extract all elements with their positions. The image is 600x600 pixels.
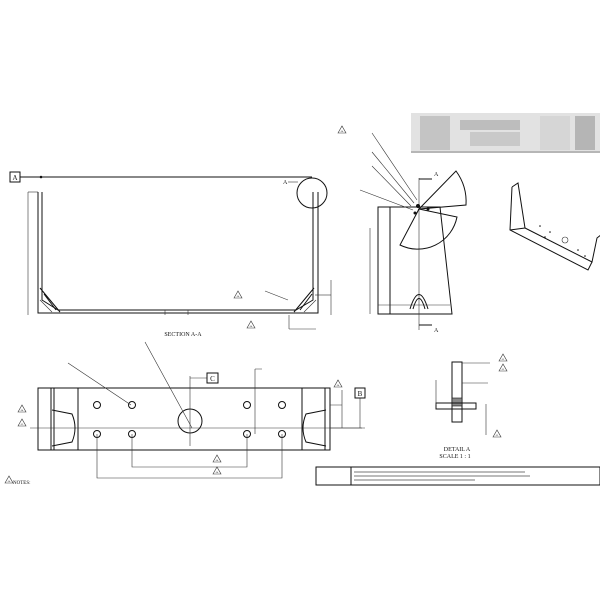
svg-text:04: 04 (337, 384, 340, 387)
mounting-holes (93, 401, 286, 438)
detail-scale: SCALE 1 : 1 (439, 454, 470, 460)
title-block-blurred (411, 113, 600, 153)
svg-text:04: 04 (216, 459, 219, 462)
svg-text:04: 04 (250, 325, 253, 328)
svg-text:02: 02 (502, 358, 505, 361)
svg-text:04: 04 (341, 130, 344, 133)
confidentiality-box (315, 466, 600, 486)
datum-b-label: B (358, 390, 363, 398)
bottom-view: C B (30, 341, 366, 479)
isometric-view (509, 182, 600, 271)
section-mark-bottom: A (434, 328, 439, 334)
section-mark-top: A (434, 172, 439, 178)
side-view: A A (359, 132, 467, 334)
revision-tags: 04 04 04 04 03 04 04 04 02 02 02 04 (4, 125, 508, 484)
svg-text:04: 04 (216, 471, 219, 474)
svg-text:04: 04 (237, 295, 240, 298)
svg-text:03: 03 (21, 423, 24, 426)
section-a-a-view: A A SECTION A-A (9, 171, 332, 338)
notes-label: NOTES: (13, 481, 31, 486)
detail-a-view: DETAIL A SCALE 1 : 1 (435, 361, 490, 460)
detail-title: DETAIL A (444, 447, 471, 453)
section-title: SECTION A-A (164, 332, 202, 338)
datum-c-label: C (210, 375, 215, 383)
detail-a-callout: A (283, 180, 288, 186)
svg-text:02: 02 (502, 368, 505, 371)
svg-text:04: 04 (21, 409, 24, 412)
svg-text:02: 02 (496, 434, 499, 437)
datum-a-label: A (12, 174, 17, 182)
svg-text:04: 04 (8, 480, 11, 483)
